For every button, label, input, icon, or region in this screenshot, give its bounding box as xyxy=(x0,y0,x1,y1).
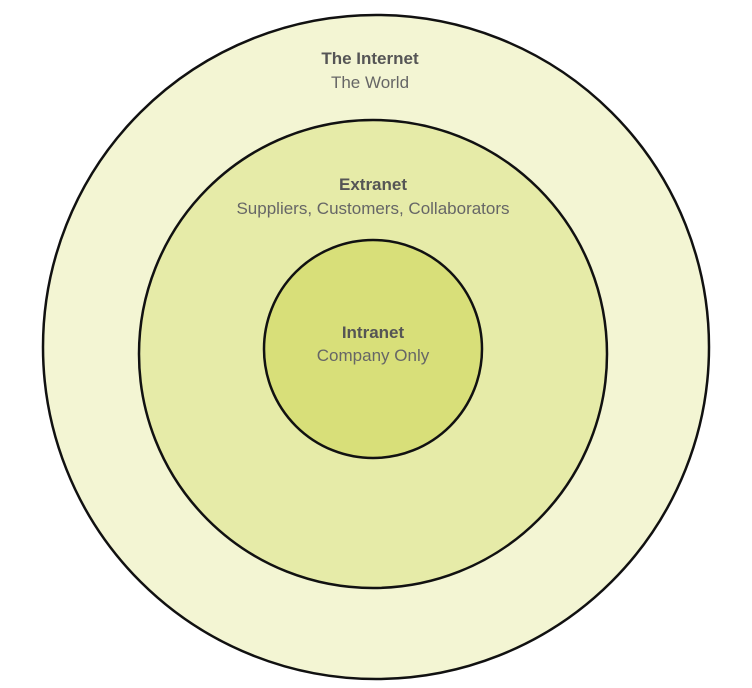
outer-ring-subtitle: The World xyxy=(331,73,409,92)
inner-ring-shape xyxy=(262,238,484,460)
inner-ring-intranet: Intranet Company Only xyxy=(262,238,484,460)
middle-ring-subtitle: Suppliers, Customers, Collaborators xyxy=(236,199,509,218)
middle-ring-title: Extranet xyxy=(339,175,407,194)
outer-ring-title: The Internet xyxy=(321,49,419,68)
inner-ring-subtitle: Company Only xyxy=(317,346,430,365)
inner-ring-title: Intranet xyxy=(342,323,405,342)
